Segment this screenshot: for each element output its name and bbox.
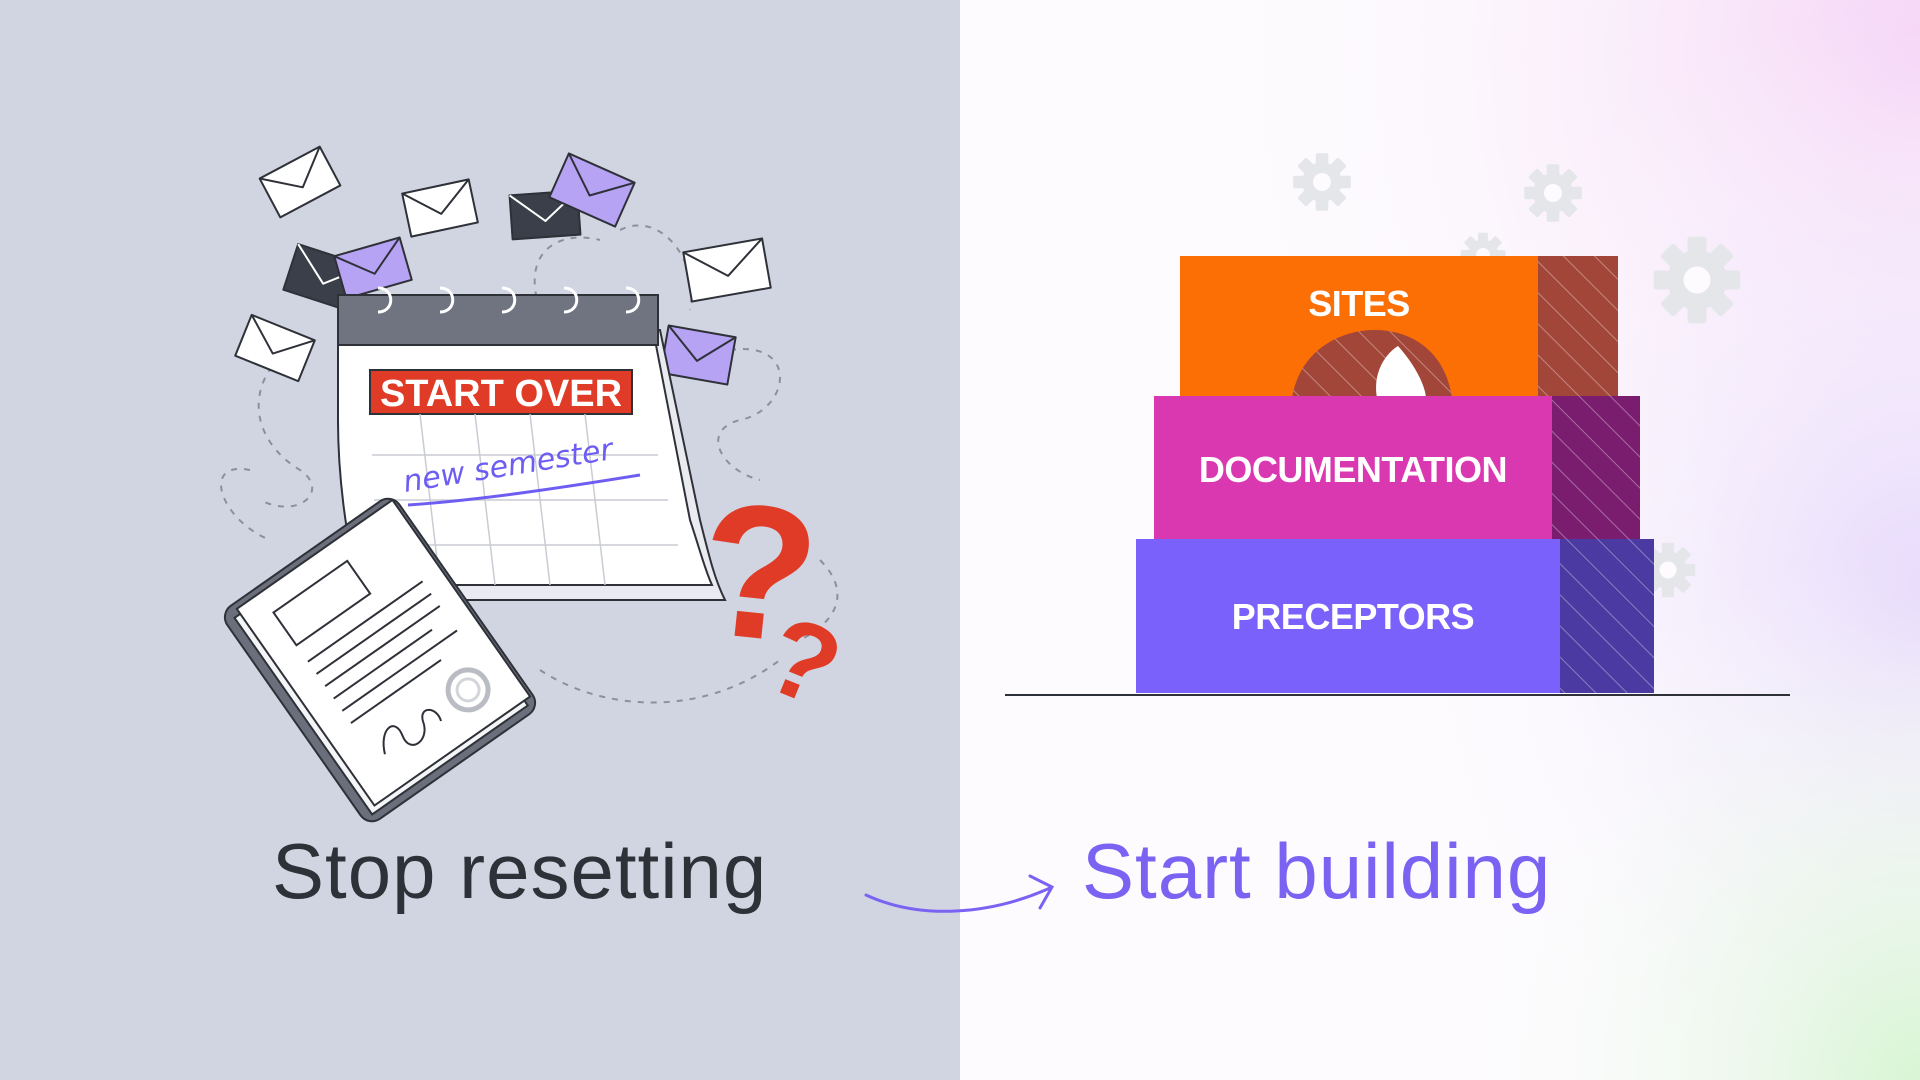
calendar-banner-text: START OVER xyxy=(380,373,622,415)
block-sites: SITES xyxy=(1180,256,1618,398)
gear-icon xyxy=(1293,153,1351,211)
calendar-banner xyxy=(369,369,633,415)
block-preceptors: PRECEPTORS xyxy=(1136,539,1654,693)
block-documentation-label: DOCUMENTATION xyxy=(1199,449,1507,490)
gear-icon xyxy=(1653,236,1741,324)
caption-start-building: Start building xyxy=(1082,827,1552,915)
gear-icon xyxy=(1524,164,1582,222)
caption-stop-resetting: Stop resetting xyxy=(272,827,768,915)
dashed-flight-paths xyxy=(220,224,839,704)
question-mark-large: ? xyxy=(690,461,828,684)
block-documentation: DOCUMENTATION xyxy=(1154,396,1640,541)
building-blocks-stack: SITES DOCUMENTATION PRECEPTORS xyxy=(1005,256,1790,696)
arrow-right-icon xyxy=(864,874,1055,913)
clipboard-illustration xyxy=(223,497,537,823)
calendar-illustration: START OVER new semester xyxy=(337,286,727,601)
block-preceptors-label: PRECEPTORS xyxy=(1232,596,1474,637)
block-sites-label: SITES xyxy=(1308,283,1410,324)
envelope-icons xyxy=(234,145,772,386)
